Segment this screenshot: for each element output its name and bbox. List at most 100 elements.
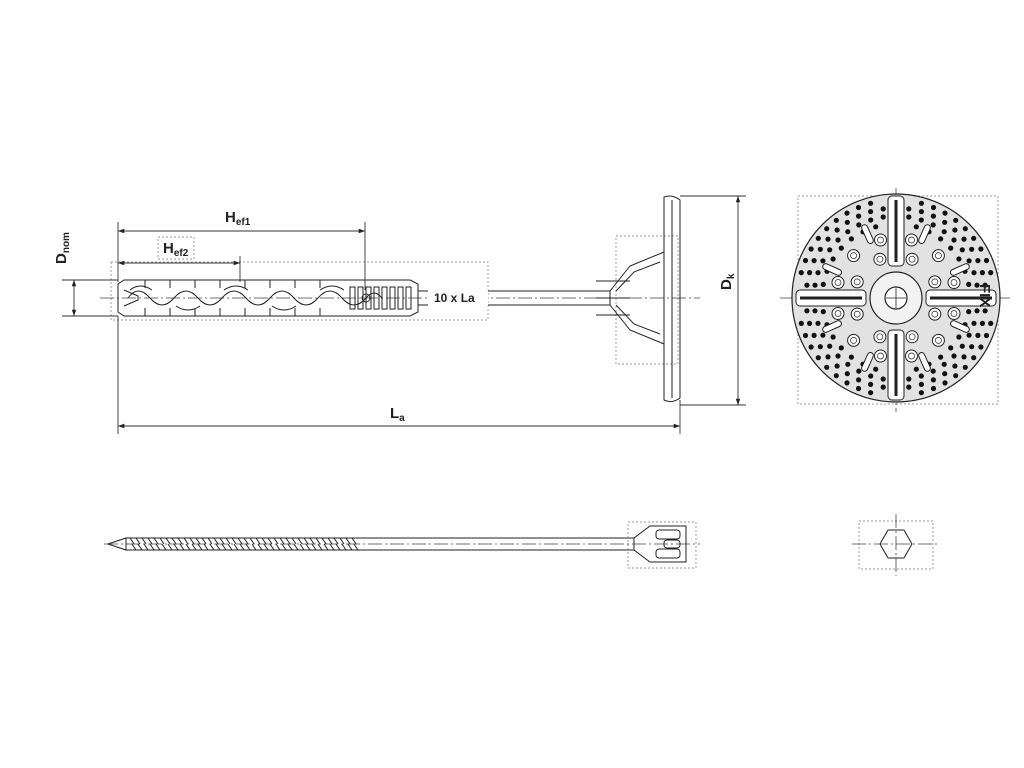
plate-ring-inner (908, 352, 915, 360)
hex-head-view (852, 514, 940, 576)
plate-hole (868, 373, 874, 379)
thread-mark (243, 537, 249, 545)
plate-hole (835, 353, 841, 359)
dimensions: Hef1 Hef2 Dnom La Dk (53, 195, 746, 434)
plate-hole (913, 224, 919, 230)
thread-mark (237, 537, 243, 545)
plate-hole (952, 227, 958, 233)
plate-hole (824, 226, 830, 232)
thread-mark (303, 537, 309, 545)
plate-hole (956, 334, 962, 340)
plate-hole (918, 390, 925, 396)
plate-hole (868, 200, 874, 206)
plate-hole (930, 368, 936, 374)
dnom-label: Dnom (53, 232, 72, 264)
plate-ring-inner (834, 279, 842, 286)
thread-mark (131, 543, 137, 551)
plate-hole (971, 270, 977, 276)
head-detail-box (615, 235, 679, 365)
plate-hole (856, 368, 862, 374)
plate-hole (834, 227, 840, 233)
plate-hole (817, 344, 823, 350)
plate-hole (975, 258, 981, 264)
expansion-wave (127, 290, 383, 306)
plate-hole (906, 384, 912, 390)
plate-hole (961, 354, 967, 360)
thread-mark (341, 543, 347, 551)
plate-hole (868, 390, 874, 396)
thread-mark (179, 543, 185, 551)
plate-hole (835, 237, 841, 243)
plate-ring (874, 233, 887, 247)
plate-ring-inner (931, 278, 939, 286)
plate-hole (942, 371, 948, 377)
plate-hole (966, 281, 972, 287)
plate-hole (953, 217, 959, 223)
plate-hole (827, 343, 833, 349)
thread-mark (309, 537, 315, 545)
thread-mark (153, 537, 159, 545)
plate-ring-inner (853, 278, 861, 286)
plate-hole (988, 320, 994, 326)
plate-ring-inner (850, 337, 857, 344)
thread-mark (167, 543, 173, 551)
plate-hole (811, 258, 817, 264)
thread-mark (225, 537, 231, 545)
plate-hole (982, 282, 988, 288)
plate-hole (804, 308, 810, 314)
thread-mark (177, 537, 183, 545)
thread-mark (257, 543, 263, 551)
plate-hole (868, 209, 874, 215)
thread-mark (279, 537, 285, 545)
plate-hole (815, 270, 821, 276)
plate-hole (969, 344, 975, 350)
plate-hole (844, 371, 850, 377)
thread-mark (263, 543, 269, 551)
fix-label: FIX (976, 284, 993, 307)
thread-mark (251, 543, 257, 551)
thread-mark (201, 537, 207, 545)
thread-mark (203, 543, 209, 551)
plate-hole (807, 320, 813, 326)
dk-label: Dk (718, 273, 737, 290)
thread-mark (213, 537, 219, 545)
plate-hole (812, 282, 818, 288)
plate-hole (802, 332, 809, 339)
thread-mark (215, 543, 221, 551)
plate-hole (808, 344, 814, 350)
plate-ring-inner (950, 279, 958, 286)
sleeve-ribs (144, 280, 321, 316)
nail-tip (106, 537, 127, 551)
plate-hole (856, 222, 862, 228)
plate-hole (959, 247, 965, 253)
plate-hole (845, 229, 851, 235)
plate-hole (959, 343, 965, 349)
plate-ring (873, 330, 887, 344)
plate-ring-inner (876, 333, 884, 341)
plate-hole (817, 246, 823, 252)
plate-slot (861, 352, 874, 372)
plate-hole (906, 214, 912, 220)
plate-ring (905, 330, 919, 344)
plate-hole (812, 308, 818, 314)
plate-hole (961, 236, 967, 242)
plate-slot (861, 224, 874, 244)
plate-slot (822, 263, 842, 276)
thread-mark (129, 537, 135, 545)
plate-hole (930, 204, 937, 211)
thread-mark (273, 537, 279, 545)
plate-hole (969, 246, 975, 252)
plate-ring (873, 252, 887, 266)
thread-mark (267, 537, 273, 545)
anchor-side-view: 10 x La (100, 195, 700, 403)
thread-mark (231, 537, 237, 545)
plate-ring (874, 349, 887, 363)
thread-mark (185, 543, 191, 551)
plate-hole (848, 354, 855, 360)
plate-slot (950, 320, 970, 333)
sleeve-outline (117, 279, 419, 317)
thread-mark (327, 537, 333, 545)
plate-hole (978, 246, 984, 252)
plate-hole (982, 308, 988, 314)
plate-slot (950, 263, 970, 276)
